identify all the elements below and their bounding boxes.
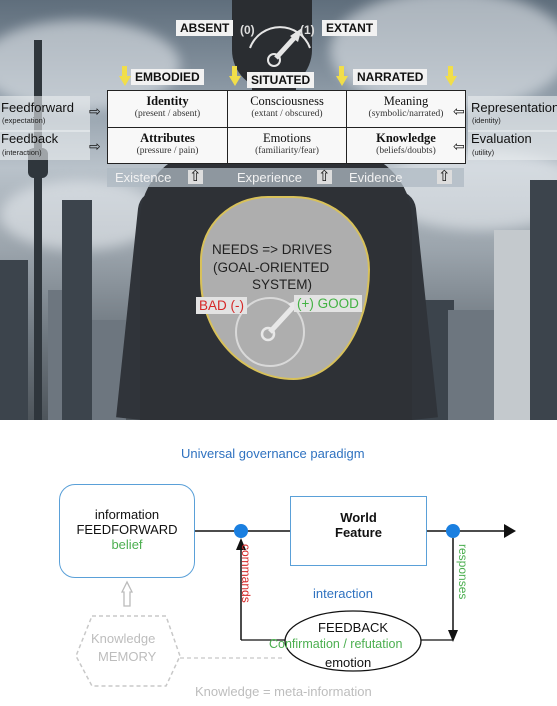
column-header-embodied: EMBODIED <box>131 69 204 85</box>
cell-attributes: Attributes(pressure / pain) <box>108 127 227 163</box>
memory-hexagon <box>75 615 181 687</box>
top-gauge <box>249 26 311 67</box>
gauge-pivot <box>267 53 281 67</box>
right-arrow-icon: ⇨ <box>89 138 101 154</box>
background-photo <box>0 0 557 420</box>
left-arrow-icon: ⇦ <box>453 103 465 119</box>
one-label: (1) <box>300 23 315 37</box>
absent-label: ABSENT <box>176 20 234 36</box>
feedforward-sub: (expectation) <box>2 116 46 125</box>
gauge-pivot <box>260 326 276 342</box>
left-arrow-icon: ⇦ <box>453 138 465 154</box>
responses-label: responses <box>456 544 470 600</box>
zero-label: (0) <box>240 23 255 37</box>
up-arrow-icon: ⇧ <box>437 168 452 185</box>
down-arrow-icon <box>445 76 457 86</box>
evaluation-sub: (utility) <box>472 148 495 157</box>
info-label: information <box>94 507 160 522</box>
cell-knowledge: Knowledge(beliefs/doubts) <box>346 127 465 163</box>
extant-label: EXTANT <box>322 20 378 36</box>
memory-label: MEMORY <box>98 649 157 664</box>
cell-emotions: Emotions(familiarity/fear) <box>227 127 346 163</box>
gauge-needle <box>274 34 298 60</box>
system-label: SYSTEM) <box>252 277 313 292</box>
diagram-title: Universal governance paradigm <box>181 446 365 461</box>
cell-consciousness: Consciousness(extant / obscured) <box>227 91 346 127</box>
feedback-sub: (interaction) <box>2 148 42 157</box>
concept-grid: Identity(present / absent) Consciousness… <box>107 90 466 164</box>
existence-label: Existence <box>115 170 172 185</box>
gauge-needle-tip <box>290 28 302 42</box>
feedforward-box: information FEEDFORWARD belief <box>59 484 195 578</box>
memory-up-arrow <box>120 580 134 607</box>
up-arrow-icon: ⇧ <box>317 168 332 185</box>
feedback-label: Feedback <box>1 131 59 146</box>
footer-label: Knowledge = meta-information <box>195 684 372 699</box>
right-arrow-icon: ⇨ <box>89 103 101 119</box>
gauge-needle <box>268 304 296 334</box>
up-arrow-icon: ⇧ <box>188 168 203 185</box>
feedback-ellipse <box>284 610 422 672</box>
evidence-label: Evidence <box>349 170 403 185</box>
commands-arrowhead <box>236 538 246 550</box>
memory-knowledge-label: Knowledge <box>91 631 156 646</box>
feedforward-label: FEEDFORWARD <box>76 522 178 537</box>
feature-label: Feature <box>335 525 382 540</box>
evaluation-label: Evaluation <box>471 131 532 146</box>
representation-label: Representation <box>471 100 557 115</box>
world-label: World <box>340 510 377 525</box>
emotion-label: emotion <box>325 655 372 670</box>
commands-label: commands <box>239 544 253 603</box>
representation-sub: (identity) <box>472 116 501 125</box>
cell-identity: Identity(present / absent) <box>134 94 201 119</box>
down-arrow-icon <box>336 76 348 86</box>
column-header-situated: SITUATED <box>247 72 315 88</box>
down-arrow-icon <box>229 76 241 86</box>
feedback-label: FEEDBACK <box>318 620 389 635</box>
good-label: (+) GOOD <box>294 295 362 312</box>
gauge-arc <box>249 26 311 49</box>
goal-oriented-label: (GOAL-ORIENTED <box>213 260 330 275</box>
experience-label: Experience <box>237 170 303 185</box>
bad-label: BAD (-) <box>196 297 247 314</box>
world-feature-box: World Feature <box>290 496 427 566</box>
belief-label: belief <box>111 537 143 552</box>
column-header-narrated: NARRATED <box>353 69 428 85</box>
gauge-ring <box>235 297 305 367</box>
confirmation-label: Confirmation / refutation <box>269 637 403 651</box>
feedforward-label: Feedforward <box>1 100 74 115</box>
needs-region <box>200 196 370 380</box>
governance-flow <box>75 524 516 687</box>
output-arrowhead <box>504 524 516 538</box>
right-node <box>446 524 460 538</box>
down-arrow-icon <box>119 76 131 86</box>
needs-drives-label: NEEDS => DRIVES <box>212 242 333 257</box>
responses-arrowhead <box>448 630 458 642</box>
left-node <box>234 524 248 538</box>
cell-meaning: Meaning(symbolic/narrated) <box>346 91 465 127</box>
interaction-label: interaction <box>313 586 373 601</box>
